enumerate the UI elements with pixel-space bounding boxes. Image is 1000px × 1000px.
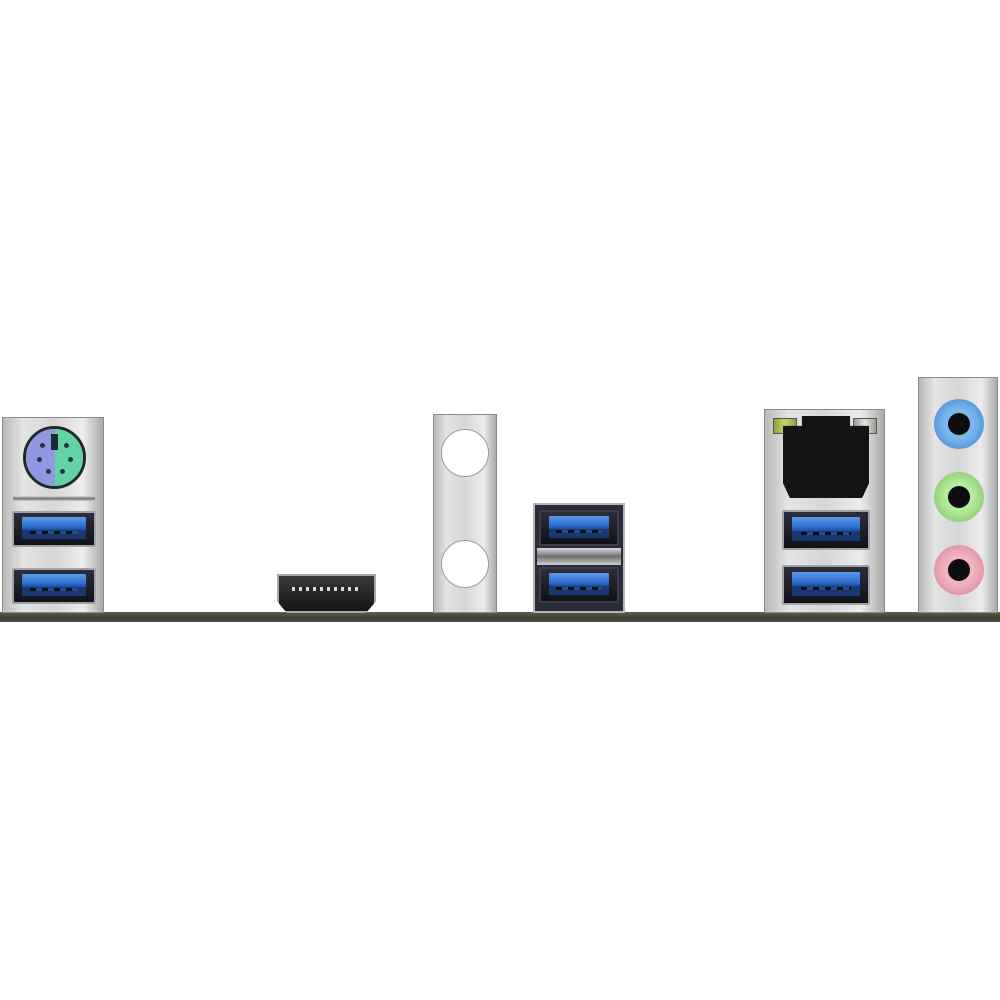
audio-line-out-jack[interactable]: [934, 472, 984, 522]
knockout-hole-bottom: [441, 540, 489, 588]
usb-port-6[interactable]: [782, 565, 870, 605]
ethernet-port[interactable]: [783, 416, 869, 498]
audio-line-in-jack[interactable]: [934, 399, 984, 449]
hdmi-port[interactable]: [277, 574, 376, 613]
ps2-usb-shield: [2, 417, 104, 613]
audio-mic-in-jack[interactable]: [934, 545, 984, 595]
usb-port-5[interactable]: [782, 510, 870, 550]
blank-bracket: [433, 414, 497, 613]
usb-port-4[interactable]: [539, 567, 619, 603]
knockout-hole-top: [441, 429, 489, 477]
audio-shield: [918, 377, 998, 613]
usb-port-3[interactable]: [539, 510, 619, 546]
ps2-combo-port[interactable]: [23, 426, 86, 489]
divider: [13, 496, 95, 501]
divider: [537, 548, 621, 565]
pcb-edge: [0, 612, 1000, 622]
usb-stack: [533, 503, 625, 613]
lan-usb-shield: [764, 409, 885, 613]
usb-port-1[interactable]: [12, 511, 96, 547]
usb-port-2[interactable]: [12, 568, 96, 604]
